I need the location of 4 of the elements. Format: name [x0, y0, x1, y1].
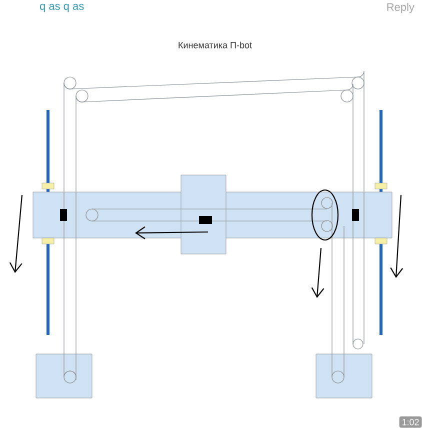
label: Reply — [387, 2, 414, 14]
diagram-title: Кинематика П-bot — [178, 42, 252, 48]
label: q as q as — [40, 4, 84, 12]
timestamp: 1:02 — [399, 416, 422, 428]
